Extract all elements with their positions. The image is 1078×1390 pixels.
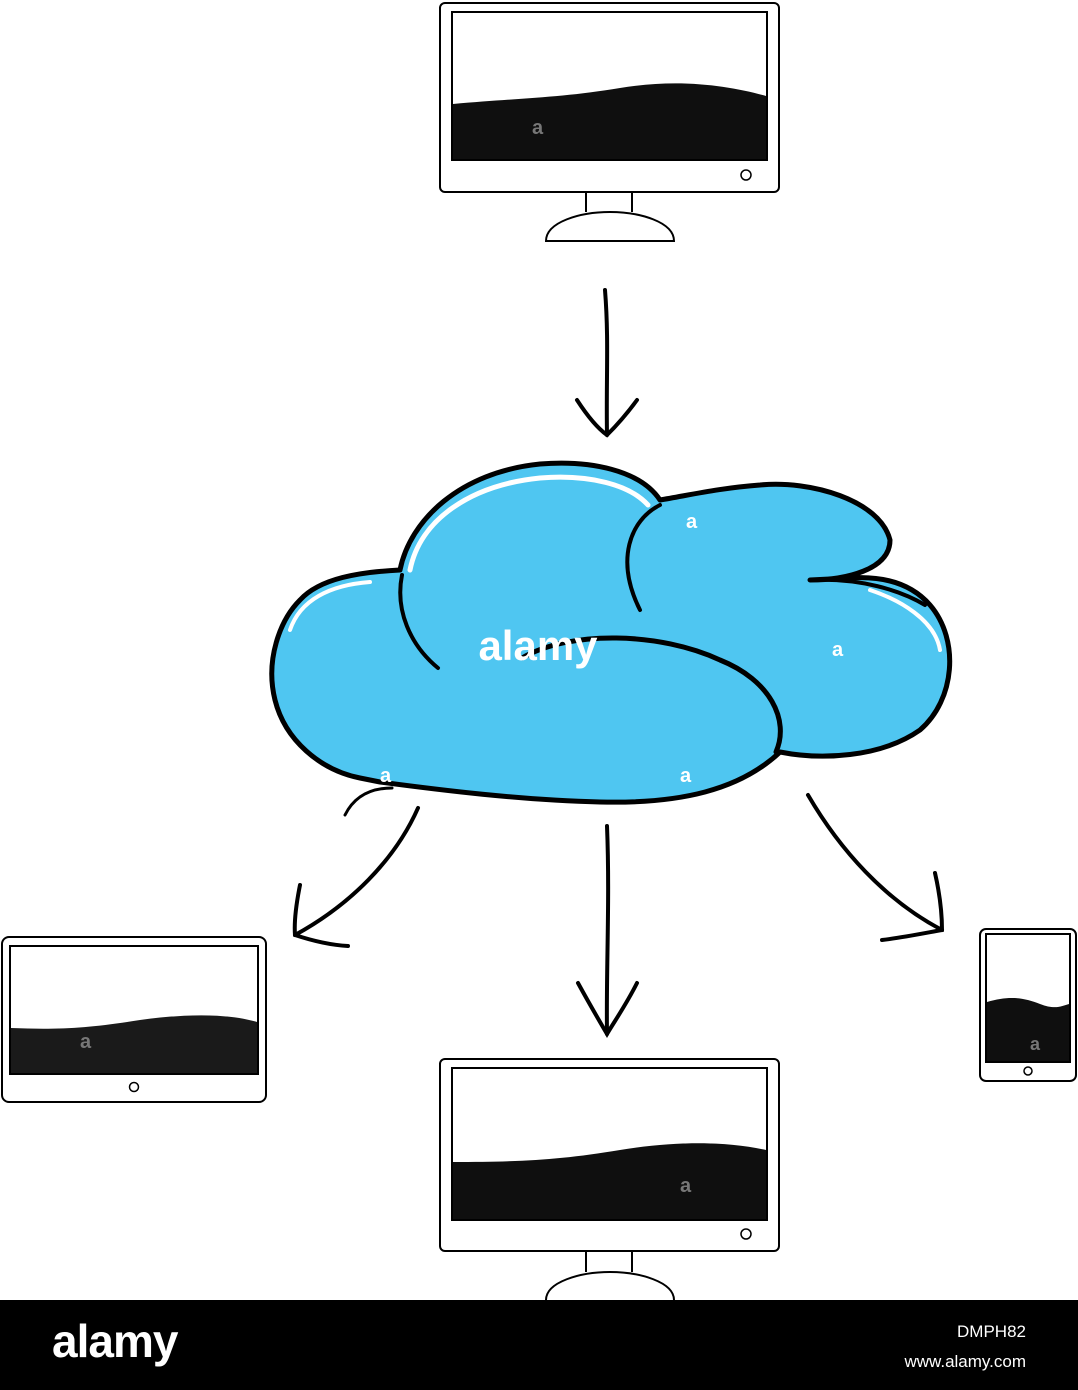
cloud-sync-diagram: a alamy a a a a	[1, 2, 1077, 1300]
desktop-monitor-bottom: a	[439, 1058, 780, 1300]
watermark-small: a	[680, 1175, 692, 1197]
footer-logo: alamy	[52, 1315, 178, 1367]
arrow-to-tablet	[292, 806, 420, 948]
tablet-screen-wave	[11, 1015, 257, 1073]
desktop-monitor-top: a	[439, 2, 780, 242]
cloud-lobe-line-front	[519, 635, 783, 755]
monitor-neck	[585, 1251, 633, 1272]
footer-url: www.alamy.com	[904, 1352, 1026, 1371]
tablet-left: a	[1, 936, 267, 1103]
monitor-screen-wave	[453, 1143, 766, 1219]
cloud-highlight-left	[288, 580, 372, 632]
watermark-small: a	[532, 117, 544, 139]
arrow-to-desktop-bottom	[576, 824, 639, 1038]
monitor-neck	[585, 192, 633, 212]
cloud-lobe-line-right	[810, 577, 927, 607]
cloud-body	[269, 460, 953, 805]
cloud-bottom-scallop	[343, 786, 394, 817]
cloud-highlight-right	[868, 588, 942, 652]
footer-image-id: DMPH82	[957, 1322, 1026, 1341]
watermark-small: a	[1030, 1034, 1041, 1054]
watermark-small: a	[680, 765, 692, 787]
watermark-small: a	[832, 639, 844, 661]
arrow-to-smartphone	[806, 793, 945, 942]
cloud: alamy a a a a	[269, 460, 953, 817]
phone-home-button	[1023, 1066, 1033, 1076]
arrow-down-to-cloud	[575, 288, 639, 438]
monitor-stand	[544, 210, 676, 242]
footer-bar: alamy DMPH82 www.alamy.com	[0, 1300, 1078, 1390]
watermark-small: a	[80, 1031, 92, 1053]
cloud-lobe-line-left	[398, 573, 440, 670]
cloud-highlight	[407, 474, 651, 573]
cloud-lobe-line-middle	[625, 503, 662, 612]
monitor-power-button	[740, 1228, 752, 1240]
monitor-power-button	[740, 169, 752, 181]
monitor-stand	[545, 1270, 675, 1300]
watermark-small: a	[686, 511, 698, 533]
watermark-center: alamy	[478, 622, 598, 669]
watermark-small: a	[380, 765, 392, 787]
tablet-home-button	[128, 1081, 140, 1093]
phone-screen-wave	[987, 997, 1069, 1061]
monitor-screen-wave	[453, 83, 766, 159]
smartphone-right: a	[979, 928, 1077, 1082]
